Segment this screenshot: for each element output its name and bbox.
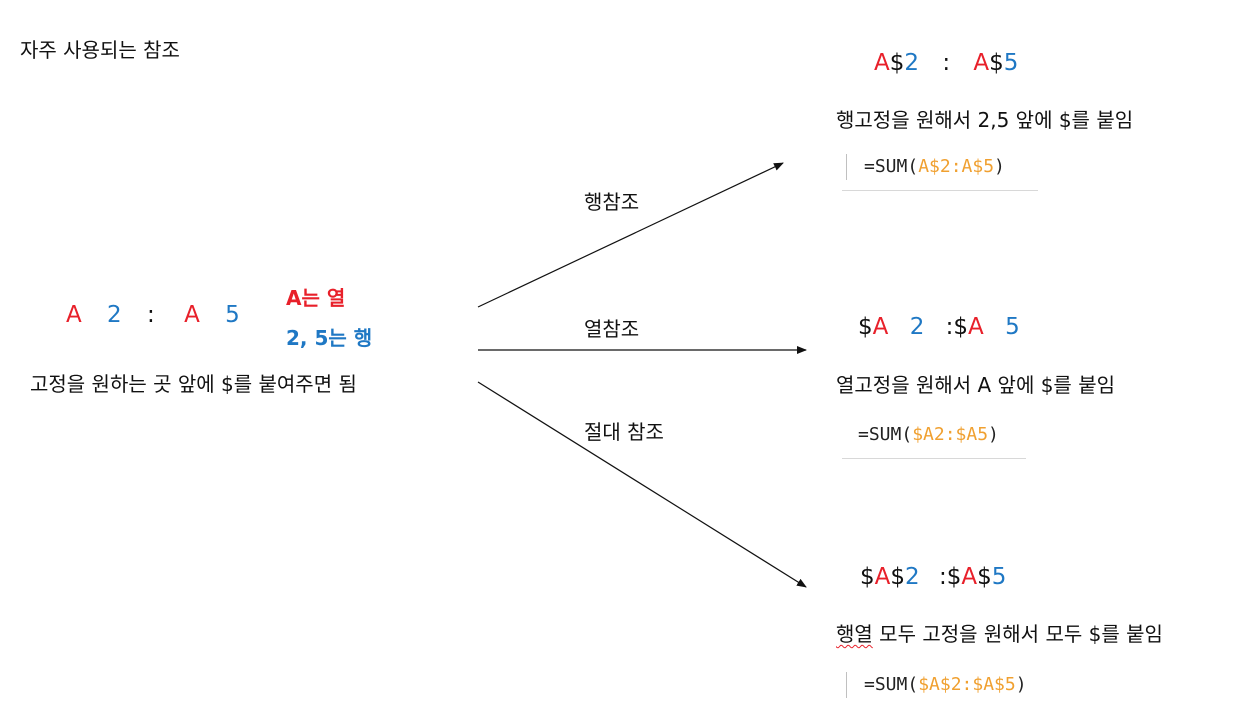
arrow-row-ref	[477, 162, 784, 308]
abs-ref-description-tail: 모두 고정을 원해서 모두 $를 붙임	[872, 622, 1163, 646]
formula-prefix: =SUM(	[864, 156, 919, 177]
formula-bar-divider	[846, 154, 847, 180]
left-description: 고정을 원하는 곳 앞에 $를 붙여주면 됨	[30, 372, 357, 396]
ref-row-1: 2	[107, 302, 122, 328]
ref-row-1: 2	[905, 564, 920, 590]
ref-col-1: A	[66, 302, 82, 328]
ref-dollar-2: $	[890, 564, 906, 590]
page-title: 자주 사용되는 참조	[20, 38, 180, 62]
ref-dollar-1: $	[860, 564, 875, 590]
ref-col-2: A	[968, 314, 984, 340]
label-abs-ref: 절대 참조	[584, 420, 664, 444]
ref-dollar-1: $	[858, 314, 873, 340]
ref-dollar-1: $	[889, 50, 905, 76]
ref-col-2: A	[961, 564, 978, 590]
ref-dollar-2: $	[953, 314, 969, 340]
formula-argument: A$2:A$5	[918, 156, 995, 177]
ref-row-2: 5	[991, 564, 1007, 590]
col-ref-formula: =SUM($A2:$A5)	[858, 424, 999, 445]
formula-suffix: )	[988, 424, 999, 445]
row-ref-description: 행고정을 원해서 2,5 앞에 $를 붙임	[836, 108, 1134, 132]
ref-row-2: 5	[1005, 314, 1020, 340]
arrow-abs-ref	[477, 381, 807, 588]
abs-ref-description: 행열 모두 고정을 원해서 모두 $를 붙임	[836, 618, 1163, 647]
col-ref-description: 열고정을 원해서 A 앞에 $를 붙임	[836, 373, 1115, 397]
formula-bar-divider	[846, 672, 847, 698]
formula-argument: $A2:$A5	[912, 424, 989, 445]
ref-row-2: 5	[225, 302, 240, 328]
ref-col-1: A	[874, 50, 890, 76]
ref-dollar-3: $	[946, 564, 962, 590]
ref-separator: :	[147, 302, 155, 328]
col-ref-formula-bar: =SUM($A2:$A5)	[842, 414, 1026, 459]
col-ref-reference: $A 2 :$A 5	[858, 314, 1020, 340]
note-column: A는 열	[286, 286, 346, 310]
ref-row-1: 2	[904, 50, 920, 76]
ref-separator: :	[942, 50, 951, 76]
abs-ref-formula-bar: =SUM($A$2:$A$5)	[842, 664, 1056, 708]
ref-row-2: 5	[1003, 50, 1019, 76]
label-col-ref: 열참조	[584, 317, 640, 341]
abs-ref-formula: =SUM($A$2:$A$5)	[864, 674, 1027, 695]
ref-col-1: A	[874, 564, 891, 590]
formula-suffix: )	[1015, 674, 1027, 695]
abs-ref-description-head: 행열	[836, 622, 873, 646]
ref-col-2: A	[184, 302, 200, 328]
ref-dollar-4: $	[977, 564, 992, 590]
formula-suffix: )	[994, 156, 1005, 177]
ref-col-2: A	[973, 50, 990, 76]
formula-argument: $A$2:$A$5	[918, 674, 1016, 695]
row-ref-formula: =SUM(A$2:A$5)	[864, 156, 1005, 177]
left-reference: A 2 : A 5	[66, 302, 240, 328]
ref-separator: :	[945, 314, 954, 340]
ref-dollar-2: $	[989, 50, 1004, 76]
row-ref-reference: A$2 : A$5	[874, 50, 1018, 76]
abs-ref-reference: $A$2 :$A$5	[860, 564, 1006, 590]
row-ref-formula-bar: =SUM(A$2:A$5)	[842, 146, 1038, 191]
formula-prefix: =SUM(	[864, 674, 919, 695]
label-row-ref: 행참조	[584, 190, 640, 214]
formula-prefix: =SUM(	[858, 424, 913, 445]
ref-row-1: 2	[909, 314, 925, 340]
ref-separator: :	[938, 564, 947, 590]
ref-col-1: A	[872, 314, 889, 340]
note-row: 2, 5는 행	[286, 326, 373, 350]
